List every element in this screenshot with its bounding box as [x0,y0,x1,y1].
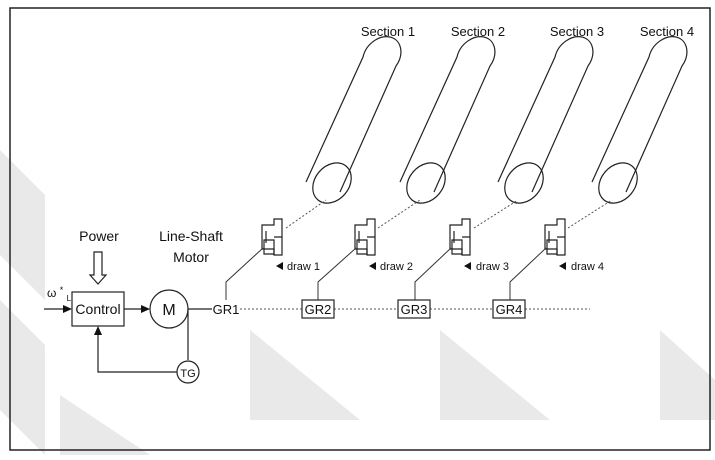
watermark [0,150,715,455]
feedback-line [97,334,177,373]
motor-symbol: M [162,302,175,319]
feedback-arrowhead [94,326,102,335]
draw-1-arrow [276,262,283,270]
figure-border [9,7,711,451]
section-3-label: Section 3 [550,24,604,39]
draw-1-label: draw 1 [287,261,320,273]
draw-4-label: draw 4 [571,261,604,273]
draw-mechanism-1: draw 1 [225,199,327,300]
gr3-label: GR3 [401,302,428,317]
section-1-label: Section 1 [361,24,415,39]
section-4-label: Section 4 [640,24,694,39]
gear-ratio-3: GR3 [397,299,431,319]
motor-title-line-2: Motor [173,249,209,265]
power-label: Power [79,228,119,244]
draw-2-label: draw 2 [380,261,413,273]
roll-section-3 [497,36,594,204]
input-symbol: ω [47,286,56,300]
gr4-label: GR4 [496,302,523,317]
tachogenerator-label: TG [180,368,195,380]
gear-ratio-1: GR1 [213,302,240,317]
gear-ratio-2: GR2 [301,299,335,319]
roll-section-4 [591,36,688,204]
power-arrow [88,251,108,285]
control-to-motor-arrowhead [141,305,150,313]
roll-section-1 [305,36,402,204]
gr1-label: GR1 [213,302,240,317]
input-superscript: * [60,285,64,295]
motor-title-line-1: Line-Shaft [159,228,223,244]
draw-mechanism-4: draw 4 [509,199,613,300]
draw-3-label: draw 3 [476,261,509,273]
gear-ratio-4: GR4 [492,299,526,319]
draw-mechanism-3: draw 3 [414,199,519,300]
gr2-label: GR2 [305,302,332,317]
draw-2-arrow [369,262,376,270]
section-2-label: Section 2 [451,24,505,39]
roll-section-2 [399,36,496,204]
draw-3-arrow [464,262,471,270]
draw-mechanism-2: draw 2 [317,199,421,300]
input-arrowhead [63,305,72,313]
draw-4-arrow [559,262,566,270]
control-label: Control [75,301,120,317]
